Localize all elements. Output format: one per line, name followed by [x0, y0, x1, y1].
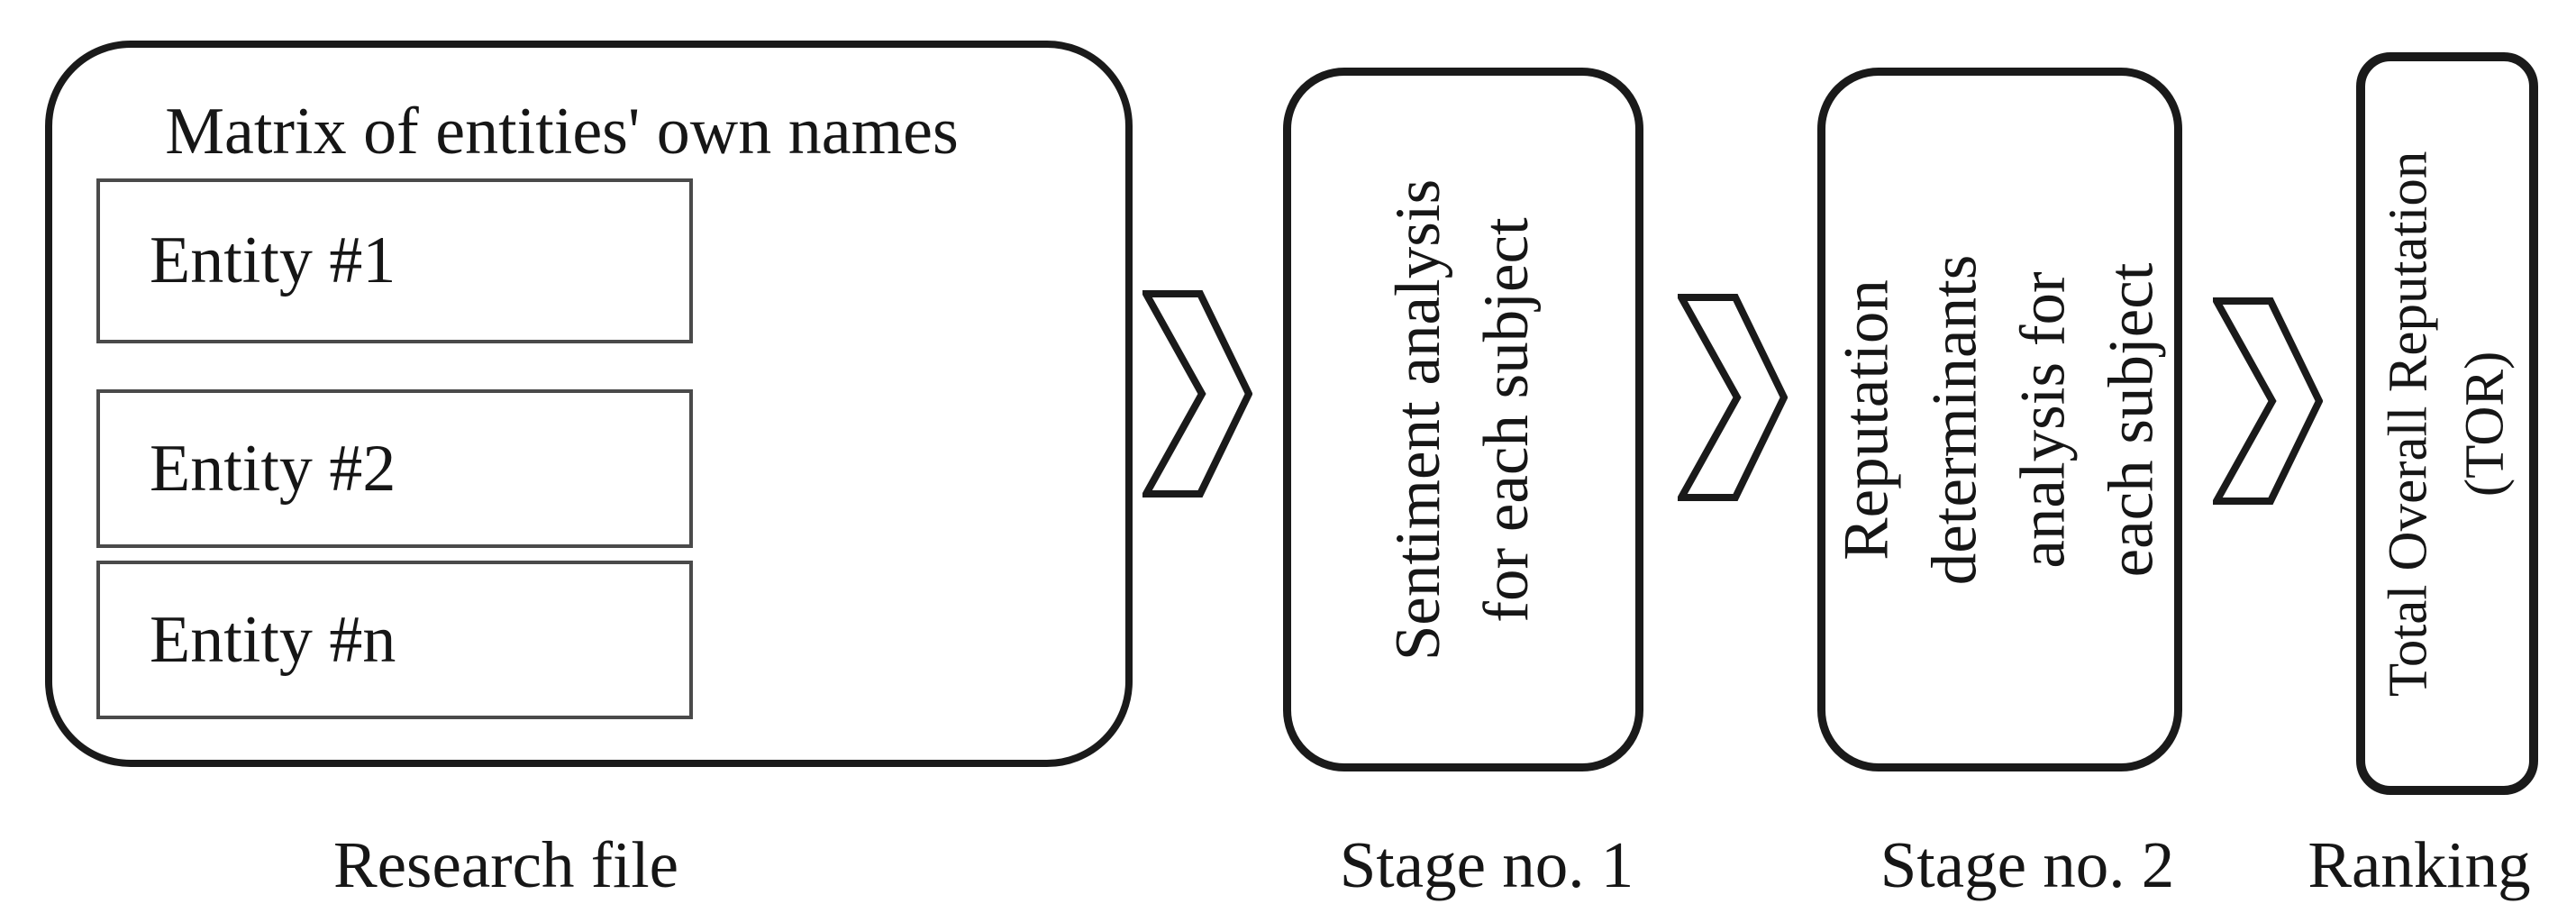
stage2-label: Reputation determinants analysis for eac… — [1831, 254, 2167, 585]
ranking-label: Total Overall Reputation (TOR) — [2378, 151, 2516, 697]
stage2-box: Reputation determinants analysis for eac… — [1817, 68, 2182, 771]
entity-box-1: Entity #1 — [96, 178, 693, 343]
research-file-title: Matrix of entities' own names — [165, 95, 959, 169]
entity-box-2: Entity #2 — [96, 389, 693, 548]
stage1-box: Sentiment analysis for each subject — [1283, 68, 1643, 771]
entity-label: Entity #1 — [150, 224, 396, 297]
flow-arrow-3 — [2213, 297, 2323, 505]
chevron-right-icon — [1142, 290, 1252, 498]
entity-label: Entity #2 — [150, 431, 396, 506]
stage1-caption: Stage no. 1 — [1339, 828, 1634, 901]
flow-arrow-2 — [1678, 294, 1788, 501]
chevron-right-icon — [1678, 294, 1788, 501]
entity-label: Entity #n — [150, 602, 396, 677]
entity-box-n: Entity #n — [96, 561, 693, 719]
stage1-label: Sentiment analysis for each subject — [1383, 178, 1543, 661]
ranking-caption: Ranking — [2307, 828, 2531, 901]
ranking-box: Total Overall Reputation (TOR) — [2356, 52, 2538, 795]
stage2-caption: Stage no. 2 — [1880, 828, 2175, 901]
research-file-caption: Research file — [332, 828, 679, 901]
flow-arrow-1 — [1142, 290, 1252, 498]
research-file-box: Matrix of entities' own names Entity #1 … — [45, 41, 1133, 767]
chevron-right-icon — [2213, 297, 2323, 505]
